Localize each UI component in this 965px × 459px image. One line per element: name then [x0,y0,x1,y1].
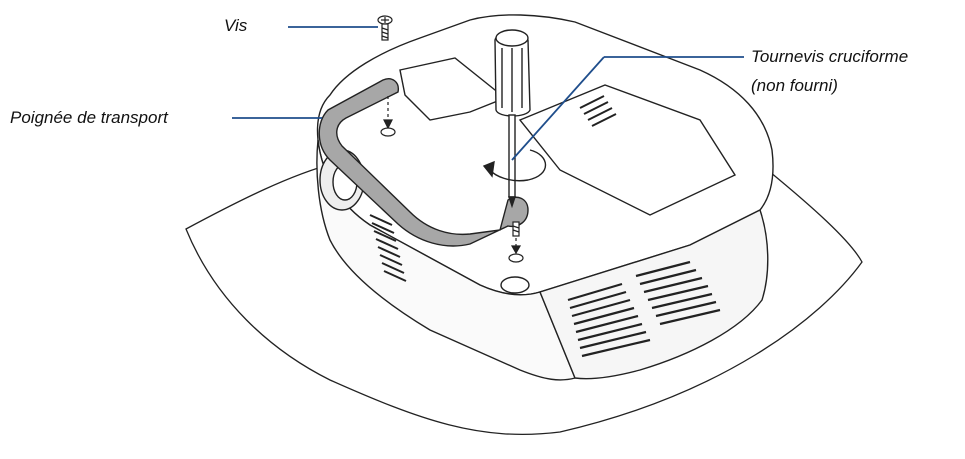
screw-icon [377,15,393,41]
vent-grille-cover [579,95,617,127]
projector-body [316,14,774,381]
leader-lines [232,26,744,161]
screwdriver-icon [494,29,531,209]
screwdriver-label: Tournevis cruciforme [751,47,909,66]
carrying-handle-illustration [318,78,529,247]
rotation-arrow-icon [482,149,546,182]
vent-grille-right [567,260,721,358]
screwdriver-note: (non fourni) [751,76,838,95]
insertion-arrows [380,96,522,255]
screw-icon-lower [508,221,524,263]
carrying-handle-label: Poignée de transport [10,108,168,127]
vent-grille-front [369,214,407,282]
screw-label: Vis [224,16,248,35]
